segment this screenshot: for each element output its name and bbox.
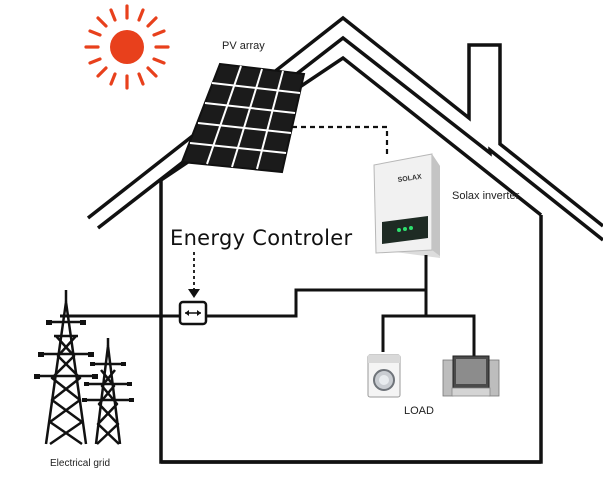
- inverter-icon: SOLAX: [373, 153, 440, 258]
- sun-icon: [84, 4, 170, 90]
- controller-arrow: [188, 252, 200, 298]
- energy-controller-label: Energy Controler: [170, 226, 353, 250]
- tower-insulators: [34, 320, 134, 402]
- energy-meter-icon: [178, 300, 208, 326]
- solar-panel-icon: [180, 62, 306, 174]
- washing-machine-icon: [367, 354, 401, 398]
- dc-connection-line: [292, 125, 389, 156]
- pv-array-label: PV array: [222, 40, 265, 52]
- power-tower-icon: [38, 290, 130, 446]
- load-label: LOAD: [404, 405, 434, 417]
- electrical-grid-label: Electrical grid: [50, 458, 111, 469]
- inverter-label: Solax inverter: [452, 190, 520, 202]
- television-icon: [442, 355, 500, 397]
- ac-wiring: [60, 255, 476, 362]
- inverter-brand: SOLAX: [397, 174, 422, 184]
